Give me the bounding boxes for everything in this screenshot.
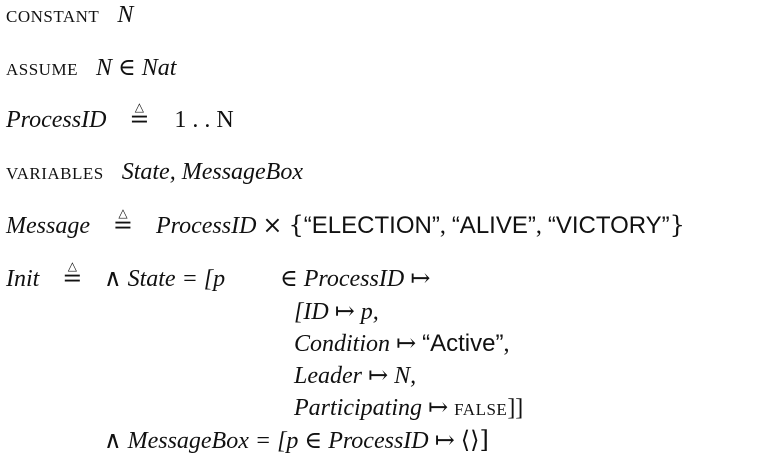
- processid-range: 1 . . N: [174, 107, 234, 133]
- comma: ,: [535, 213, 542, 239]
- set-close-brace: }: [669, 211, 685, 239]
- keyword-variables: variables: [6, 159, 104, 185]
- string-alive: “ALIVE”: [451, 212, 536, 239]
- processid-definition-line: ProcessID △= 1 . . N: [6, 100, 234, 135]
- maps-to-symbol: ↦: [396, 329, 417, 357]
- variable-messagebox: MessageBox: [181, 159, 303, 185]
- init-state-processid: ProcessID: [303, 266, 405, 292]
- empty-sequence: ⟨⟩]: [460, 426, 489, 454]
- init-messagebox-var: MessageBox: [127, 428, 249, 454]
- maps-to-symbol: ↦: [428, 393, 449, 421]
- record-field-condition: Condition ↦ “Active”,: [294, 329, 510, 357]
- variables-line: variables State, MessageBox: [6, 157, 303, 187]
- conjunction-symbol: ∧: [104, 264, 122, 292]
- assume-rhs: Nat: [141, 55, 177, 81]
- processid-name: ProcessID: [6, 107, 107, 133]
- define-equal-symbol: △=: [129, 100, 150, 133]
- element-of-symbol: ∈: [280, 264, 298, 292]
- string-election: “ELECTION”: [303, 212, 440, 239]
- comma: ,: [439, 213, 446, 239]
- element-of-symbol: ∈: [117, 53, 136, 81]
- init-state-domain: ∈ ProcessID ↦: [280, 263, 430, 294]
- assume-lhs: N: [95, 55, 112, 81]
- constant-name: N: [117, 2, 134, 28]
- maps-to-symbol: ↦: [410, 264, 431, 292]
- assume-line: assume N ∈ Nat: [6, 52, 176, 83]
- define-equal-symbol: △=: [62, 259, 83, 292]
- init-definition-line: Init △=: [6, 259, 83, 294]
- message-name: Message: [6, 213, 90, 239]
- record-field-leader: Leader ↦ N,: [294, 361, 417, 389]
- init-state-var: State: [127, 266, 176, 292]
- define-equal-symbol: △=: [112, 206, 134, 239]
- element-of-symbol: ∈: [304, 426, 323, 454]
- maps-to-symbol: ↦: [434, 426, 455, 454]
- keyword-constant: constant: [6, 2, 100, 28]
- set-open-brace: {: [288, 211, 304, 239]
- record-field-id: [ID ↦ p,: [294, 297, 379, 325]
- record-field-participating: Participating ↦ false]]: [294, 393, 524, 421]
- init-state-conjunct: ∧ State = [p: [104, 263, 225, 294]
- keyword-false: false: [454, 395, 508, 421]
- cartesian-times-symbol: ×: [262, 211, 283, 239]
- message-definition-line: Message △= ProcessID × {“ELECTION”, “ALI…: [6, 206, 685, 241]
- init-name: Init: [6, 266, 40, 292]
- init-messagebox-processid: ProcessID: [328, 428, 429, 454]
- string-active: “Active”: [422, 330, 504, 357]
- constant-line: constant N: [6, 0, 133, 30]
- maps-to-symbol: ↦: [368, 361, 389, 389]
- conjunction-symbol: ∧: [104, 426, 122, 454]
- init-messagebox-conjunct: ∧ MessageBox = [p ∈ ProcessID ↦ ⟨⟩]: [104, 426, 489, 454]
- message-processid: ProcessID: [155, 213, 257, 239]
- keyword-assume: assume: [6, 55, 78, 81]
- variable-state: State,: [121, 159, 176, 185]
- maps-to-symbol: ↦: [334, 297, 355, 325]
- string-victory: “VICTORY”: [547, 212, 670, 239]
- init-state-eq: = [p: [181, 266, 226, 292]
